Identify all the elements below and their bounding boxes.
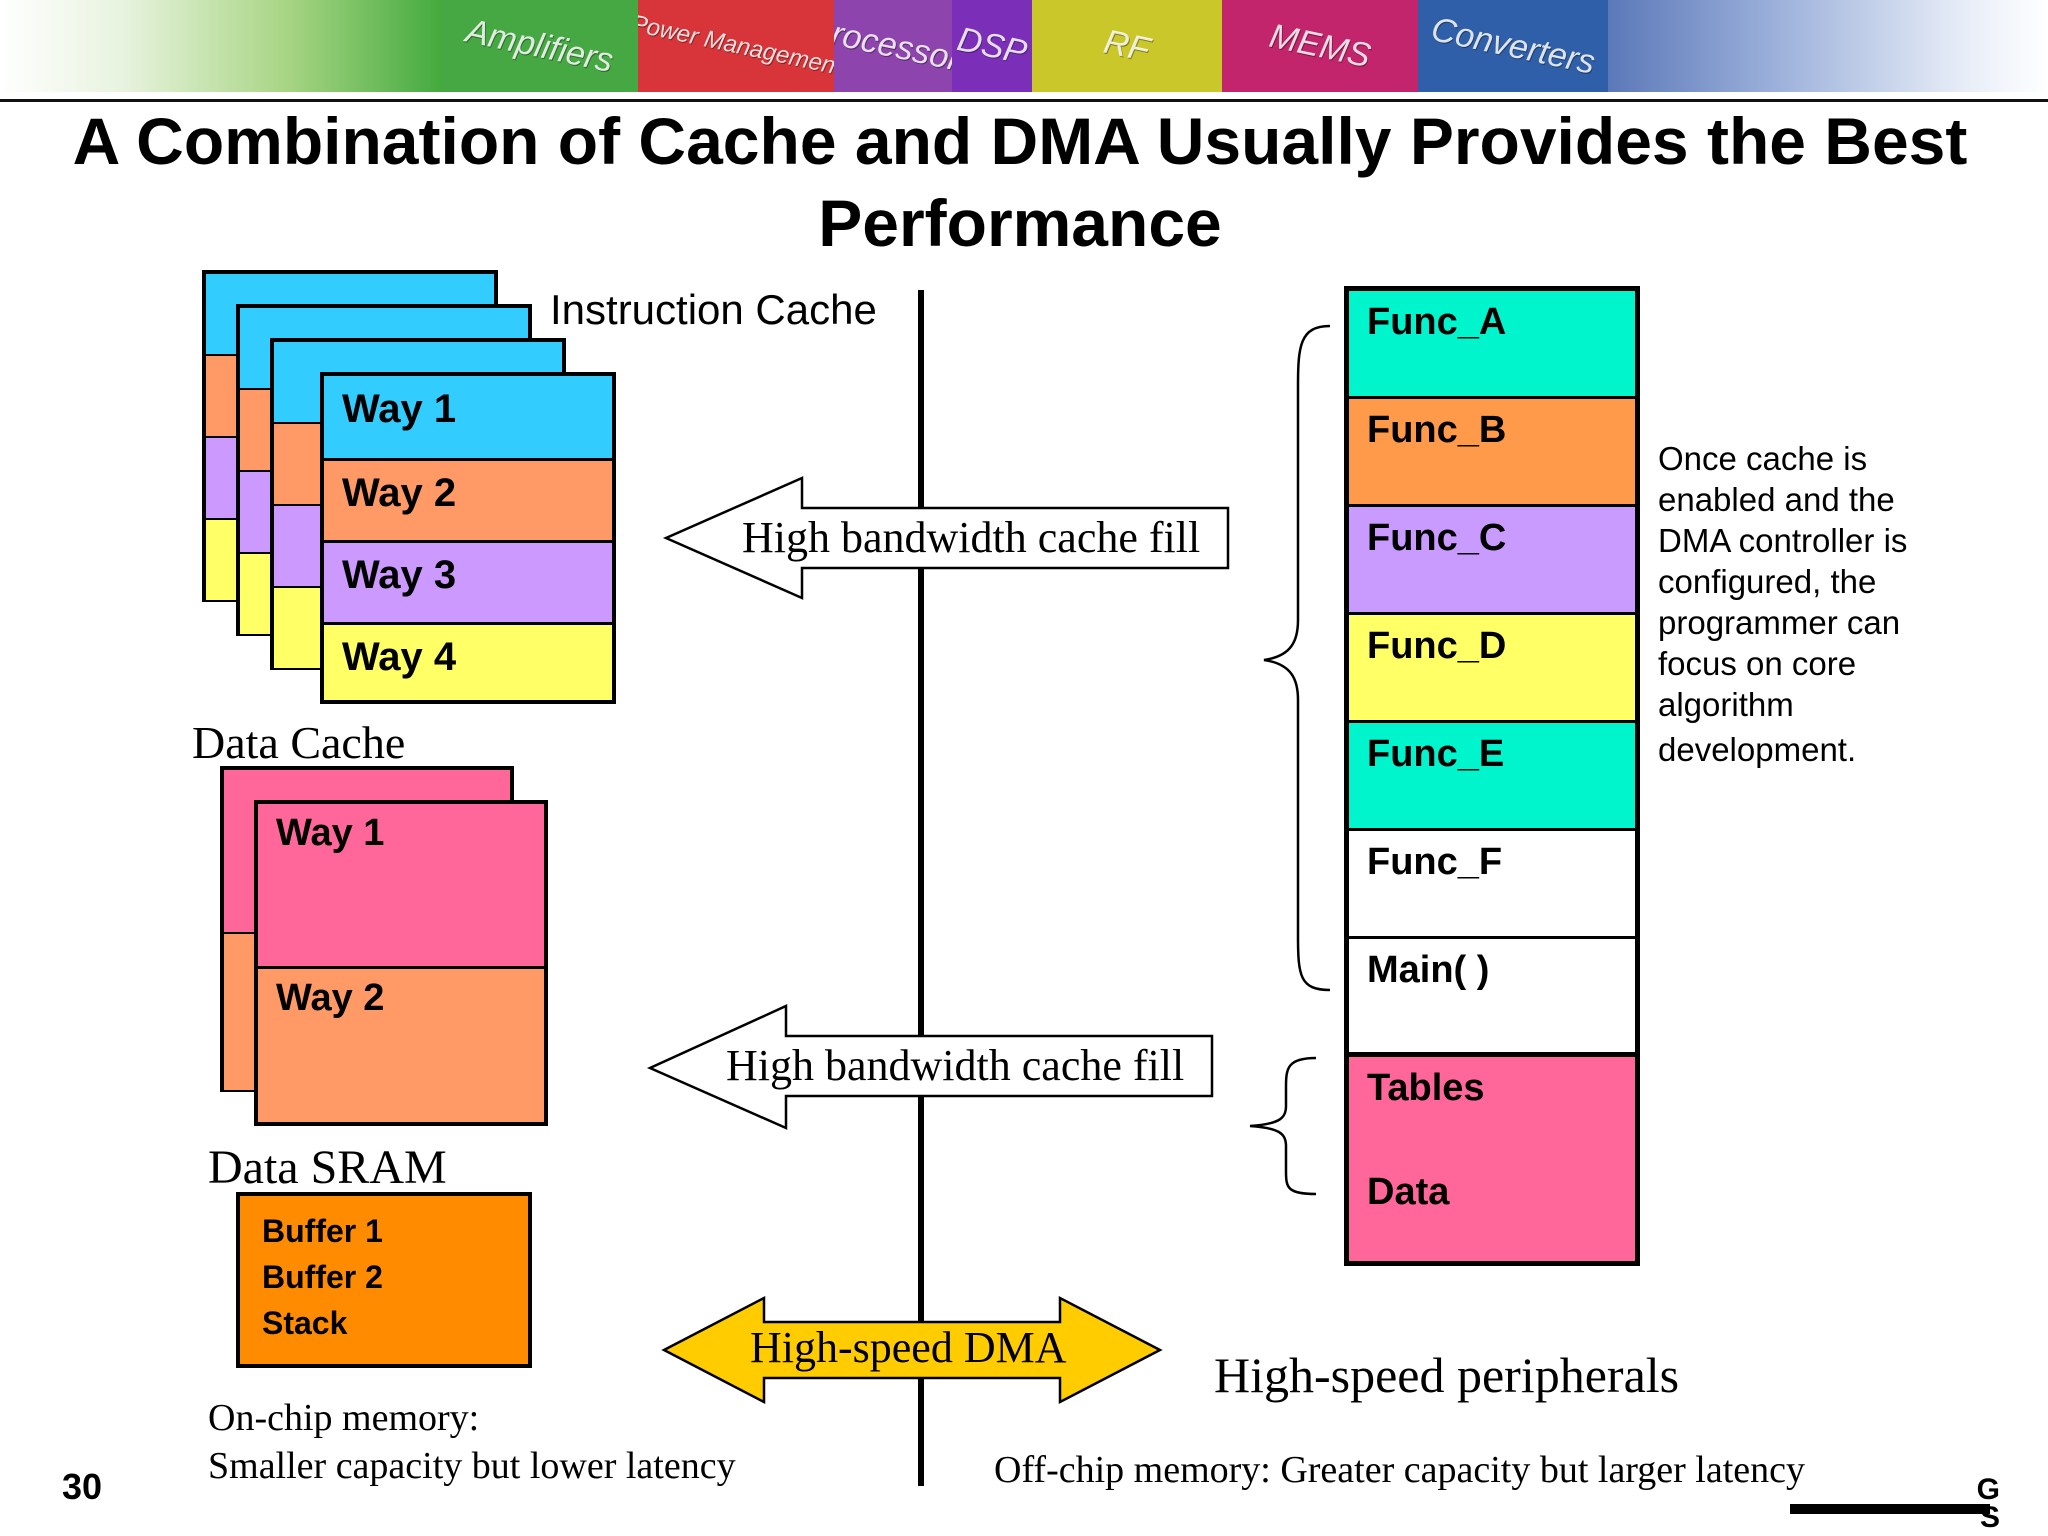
on-chip-memory-caption: On-chip memory: Smaller capacity but low… — [208, 1397, 736, 1487]
data-sram-label: Data SRAM — [208, 1141, 447, 1194]
stack-main: Main( ) — [1349, 939, 1635, 1057]
stack-func-d: Func_D — [1349, 615, 1635, 723]
instruction-way-3: Way 3 — [324, 540, 612, 622]
data-brace — [1249, 1056, 1317, 1196]
vertical-divider — [918, 290, 924, 1486]
code-brace — [1263, 324, 1331, 992]
peripherals-label: High-speed peripherals — [1214, 1347, 1680, 1403]
banner-tile-power-management: Power Management — [638, 0, 834, 92]
off-chip-memory-stack: Func_A Func_B Func_C Func_D Func_E Func_… — [1344, 286, 1640, 1266]
sram-buffer-1: Buffer 1 — [262, 1213, 383, 1249]
company-logo: G S — [1976, 1473, 2001, 1534]
data-way-1: Way 1 — [258, 804, 544, 966]
stack-data-block: Tables Data — [1349, 1057, 1635, 1261]
data-cache-label: Data Cache — [192, 717, 406, 768]
banner-tile-processors: Processors — [834, 0, 952, 92]
sram-buffer-2: Buffer 2 — [262, 1259, 383, 1295]
instruction-way-2: Way 2 — [324, 458, 612, 540]
stack-func-f: Func_F — [1349, 831, 1635, 939]
off-chip-memory-caption: Off-chip memory: Greater capacity but la… — [994, 1449, 1806, 1491]
instruction-cache-front-card: Way 1 Way 2 Way 3 Way 4 — [320, 372, 616, 704]
data-cache-front-card: Way 1 Way 2 — [254, 800, 548, 1126]
upper-cache-fill-arrow — [662, 476, 1230, 600]
programmer-note: Once cache is enabled and the DMA contro… — [1658, 440, 1908, 768]
banner-tile-rf: RF — [1032, 0, 1222, 92]
banner-tile-amplifiers: Amplifiers — [442, 0, 638, 92]
dma-arrow-label: High-speed DMA — [750, 1323, 1067, 1372]
dma-double-arrow — [661, 1295, 1163, 1405]
lower-arrow-label: High bandwidth cache fill — [726, 1041, 1185, 1090]
banner-tile-converters: Converters — [1418, 0, 1608, 92]
instruction-way-1: Way 1 — [324, 376, 612, 458]
sram-stack: Stack — [262, 1305, 348, 1341]
stack-func-c: Func_C — [1349, 507, 1635, 615]
page-number: 30 — [62, 1466, 103, 1507]
stack-func-a: Func_A — [1349, 291, 1635, 399]
stack-func-e: Func_E — [1349, 723, 1635, 831]
banner-tile-mems: MEMS — [1222, 0, 1418, 92]
data-way-2: Way 2 — [258, 966, 544, 1122]
instruction-cache-label: Instruction Cache — [550, 286, 877, 333]
stack-tables: Tables — [1367, 1067, 1485, 1109]
stack-func-b: Func_B — [1349, 399, 1635, 507]
data-sram-block: Buffer 1 Buffer 2 Stack — [236, 1192, 532, 1368]
stack-data: Data — [1367, 1171, 1450, 1213]
header-divider — [0, 99, 2048, 102]
upper-arrow-label: High bandwidth cache fill — [742, 513, 1201, 562]
logo-bar — [1790, 1504, 1990, 1514]
page-title: A Combination of Cache and DMA Usually P… — [72, 104, 1968, 260]
header-banner: Amplifiers Power Management Processors D… — [0, 0, 2048, 92]
banner-tile-dsp: DSP — [952, 0, 1032, 92]
lower-cache-fill-arrow — [646, 1004, 1214, 1130]
instruction-way-4: Way 4 — [324, 622, 612, 700]
